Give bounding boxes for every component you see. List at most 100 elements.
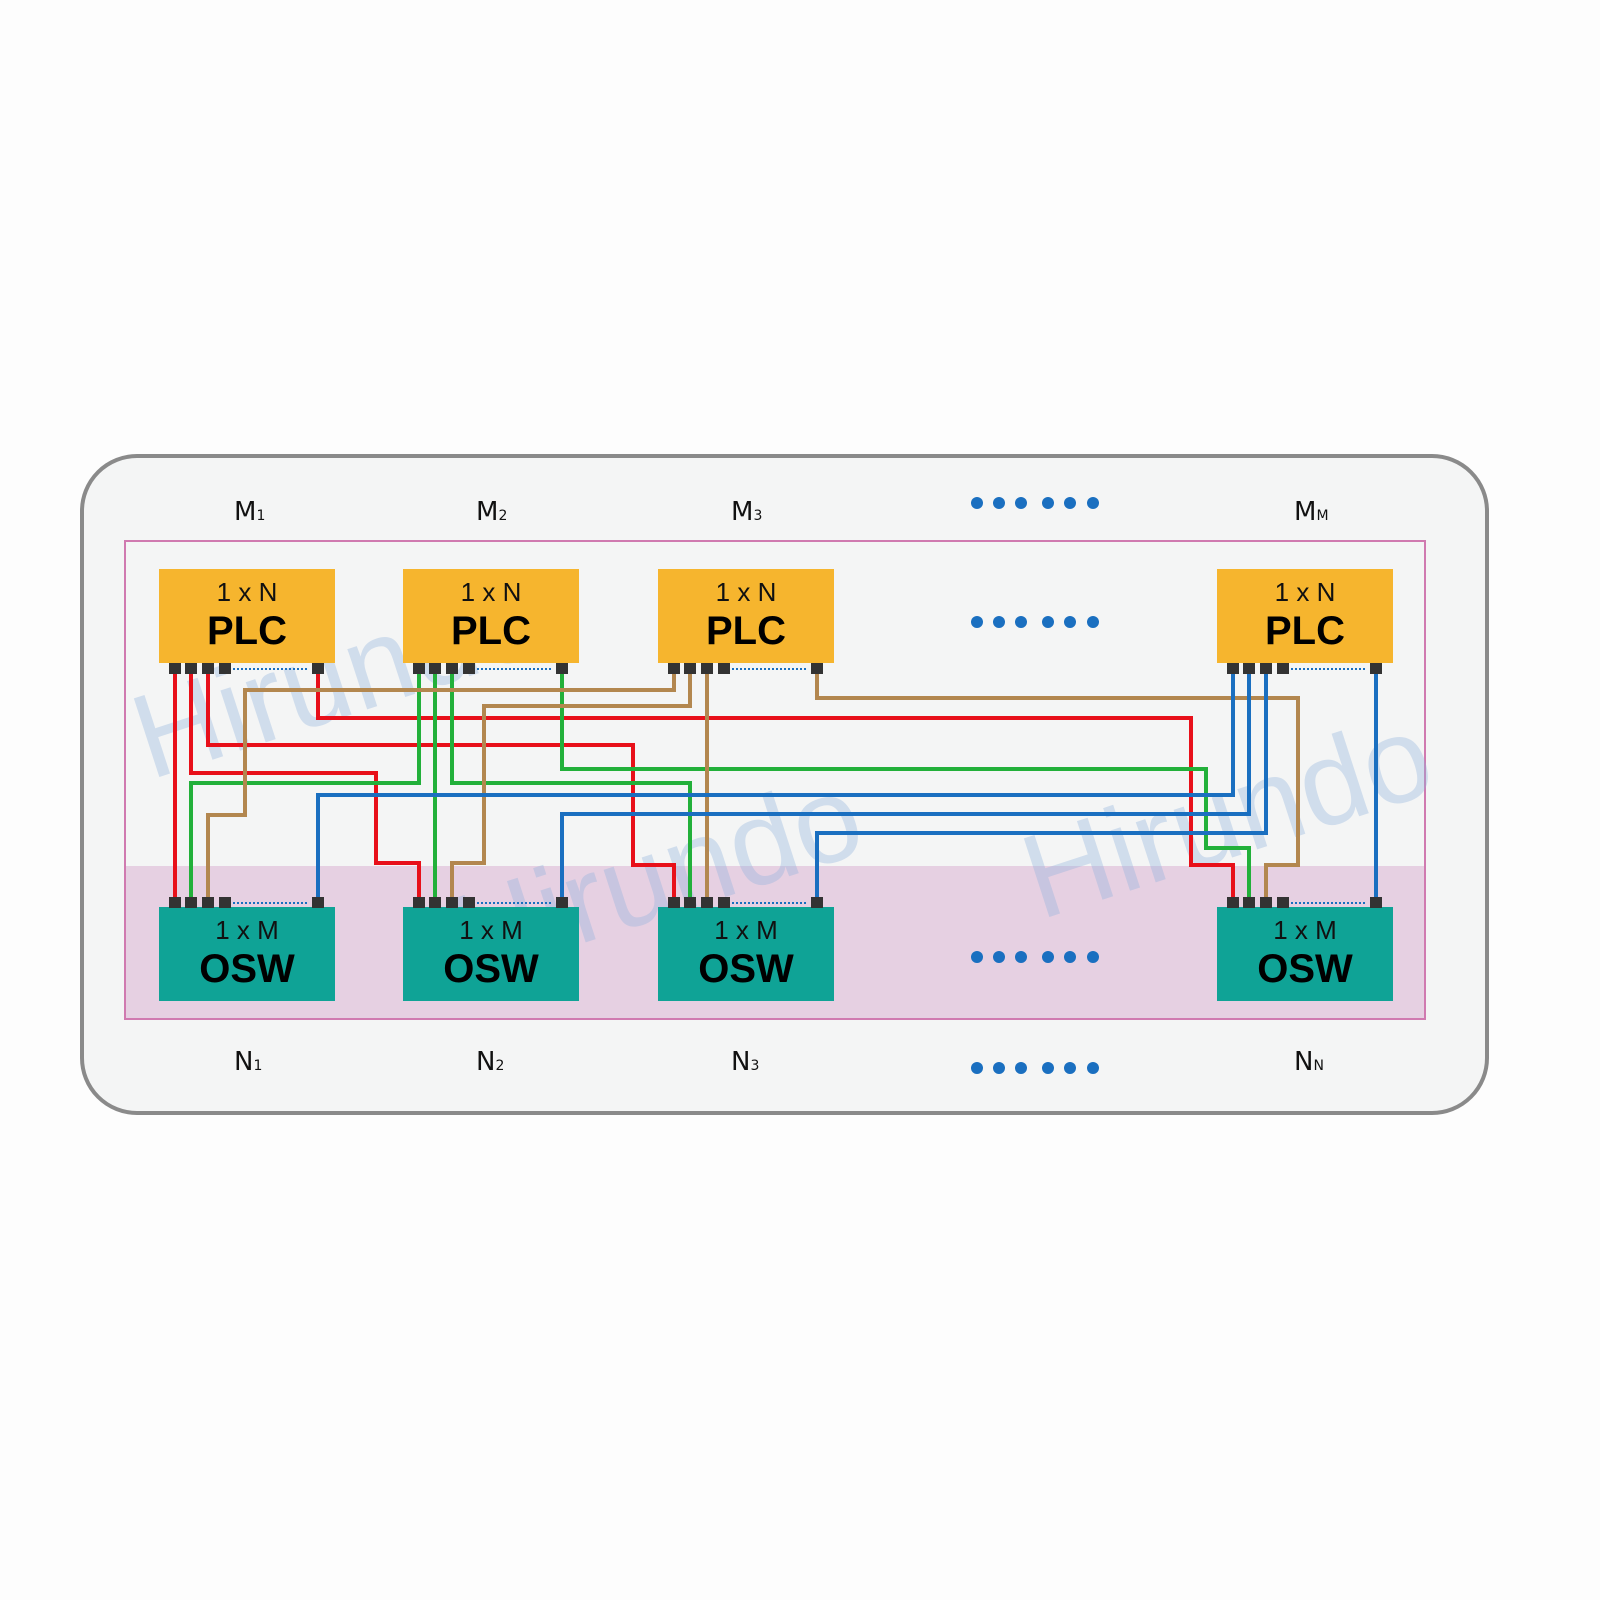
ellipsis-dot bbox=[1087, 616, 1099, 628]
plc-port bbox=[429, 663, 441, 674]
wire-5 bbox=[189, 674, 421, 897]
ellipsis-dot bbox=[971, 951, 983, 963]
plc-port bbox=[169, 663, 181, 674]
label-main: N bbox=[234, 1047, 253, 1077]
ellipsis-dots-2 bbox=[971, 616, 1099, 628]
plc-ratio: 1 x N bbox=[1275, 577, 1336, 607]
wire-13 bbox=[316, 674, 1235, 897]
ellipsis-dots-1 bbox=[971, 497, 1099, 509]
wire-7 bbox=[450, 674, 692, 897]
wire-10 bbox=[450, 674, 692, 897]
plc-box[interactable] bbox=[658, 569, 834, 663]
label-subscript: 3 bbox=[753, 508, 762, 524]
label-main: N bbox=[1294, 1047, 1313, 1077]
ellipsis-dot bbox=[1015, 616, 1027, 628]
plc-ratio: 1 x N bbox=[716, 577, 777, 607]
osw-port bbox=[1260, 897, 1272, 908]
plc-port bbox=[312, 663, 324, 674]
ellipsis-dot bbox=[1064, 616, 1076, 628]
plc-port bbox=[811, 663, 823, 674]
plc-port bbox=[1277, 663, 1289, 674]
plc-name: PLC bbox=[1265, 609, 1345, 653]
osw-port bbox=[312, 897, 324, 908]
label-main: M bbox=[234, 497, 256, 527]
osw-port bbox=[446, 897, 458, 908]
plc-ratio: 1 x N bbox=[461, 577, 522, 607]
osw-port bbox=[413, 897, 425, 908]
osw-port bbox=[169, 897, 181, 908]
osw-ratio: 1 x M bbox=[459, 915, 523, 945]
bottom_labels-label-4: NN bbox=[1294, 1047, 1324, 1077]
plc-port bbox=[1370, 663, 1382, 674]
osw-box[interactable] bbox=[1217, 907, 1393, 1001]
plc-port bbox=[718, 663, 730, 674]
bottom_labels-label-3: N3 bbox=[731, 1047, 759, 1077]
ellipsis-dot bbox=[993, 497, 1005, 509]
wire-12 bbox=[815, 674, 1300, 897]
ellipsis-dot bbox=[1087, 497, 1099, 509]
plc-box[interactable] bbox=[403, 569, 579, 663]
bottom_labels-label-2: N2 bbox=[476, 1047, 504, 1077]
plc-port bbox=[185, 663, 197, 674]
label-main: M bbox=[1294, 497, 1316, 527]
plc-box[interactable] bbox=[1217, 569, 1393, 663]
osw-name: OSW bbox=[1257, 947, 1353, 991]
osw-port bbox=[668, 897, 680, 908]
osw-port bbox=[185, 897, 197, 908]
plc-port bbox=[1260, 663, 1272, 674]
osw-name: OSW bbox=[443, 947, 539, 991]
ellipsis-dot bbox=[1015, 497, 1027, 509]
plc-port bbox=[202, 663, 214, 674]
ellipsis-dot bbox=[1087, 1062, 1099, 1074]
osw-port bbox=[1243, 897, 1255, 908]
ellipsis-dot bbox=[1064, 497, 1076, 509]
label-main: N bbox=[476, 1047, 495, 1077]
ellipsis-dots-3 bbox=[971, 951, 1099, 963]
plc-box[interactable] bbox=[159, 569, 335, 663]
osw-port bbox=[811, 897, 823, 908]
top_labels-label-3: M3 bbox=[731, 497, 762, 527]
plc-port bbox=[463, 663, 475, 674]
plc-port bbox=[219, 663, 231, 674]
ellipsis-dot bbox=[1064, 951, 1076, 963]
osw-port bbox=[429, 897, 441, 908]
inner-frame bbox=[124, 540, 1426, 1020]
label-main: M bbox=[476, 497, 498, 527]
osw-port bbox=[556, 897, 568, 908]
top_labels-label-4: MM bbox=[1294, 497, 1329, 527]
osw-port bbox=[718, 897, 730, 908]
osw-port bbox=[463, 897, 475, 908]
label-subscript: M bbox=[1316, 508, 1328, 524]
plc-port bbox=[701, 663, 713, 674]
osw-port bbox=[701, 897, 713, 908]
osw-name: OSW bbox=[199, 947, 295, 991]
ellipsis-dot bbox=[1015, 951, 1027, 963]
plc-name: PLC bbox=[451, 609, 531, 653]
ellipsis-dot bbox=[971, 497, 983, 509]
osw-ratio: 1 x M bbox=[215, 915, 279, 945]
ellipsis-dot bbox=[1015, 1062, 1027, 1074]
label-subscript: 3 bbox=[750, 1058, 759, 1074]
label-subscript: 2 bbox=[495, 1058, 504, 1074]
ellipsis-dot bbox=[1042, 951, 1054, 963]
osw-name: OSW bbox=[698, 947, 794, 991]
plc-name: PLC bbox=[706, 609, 786, 653]
osw-port bbox=[1277, 897, 1289, 908]
wire-15 bbox=[815, 674, 1268, 897]
osw-box[interactable] bbox=[403, 907, 579, 1001]
osw-box[interactable] bbox=[658, 907, 834, 1001]
osw-box[interactable] bbox=[159, 907, 335, 1001]
ellipsis-dot bbox=[971, 616, 983, 628]
plc-ratio: 1 x N bbox=[217, 577, 278, 607]
wire-3 bbox=[206, 674, 676, 897]
osw-port bbox=[1227, 897, 1239, 908]
